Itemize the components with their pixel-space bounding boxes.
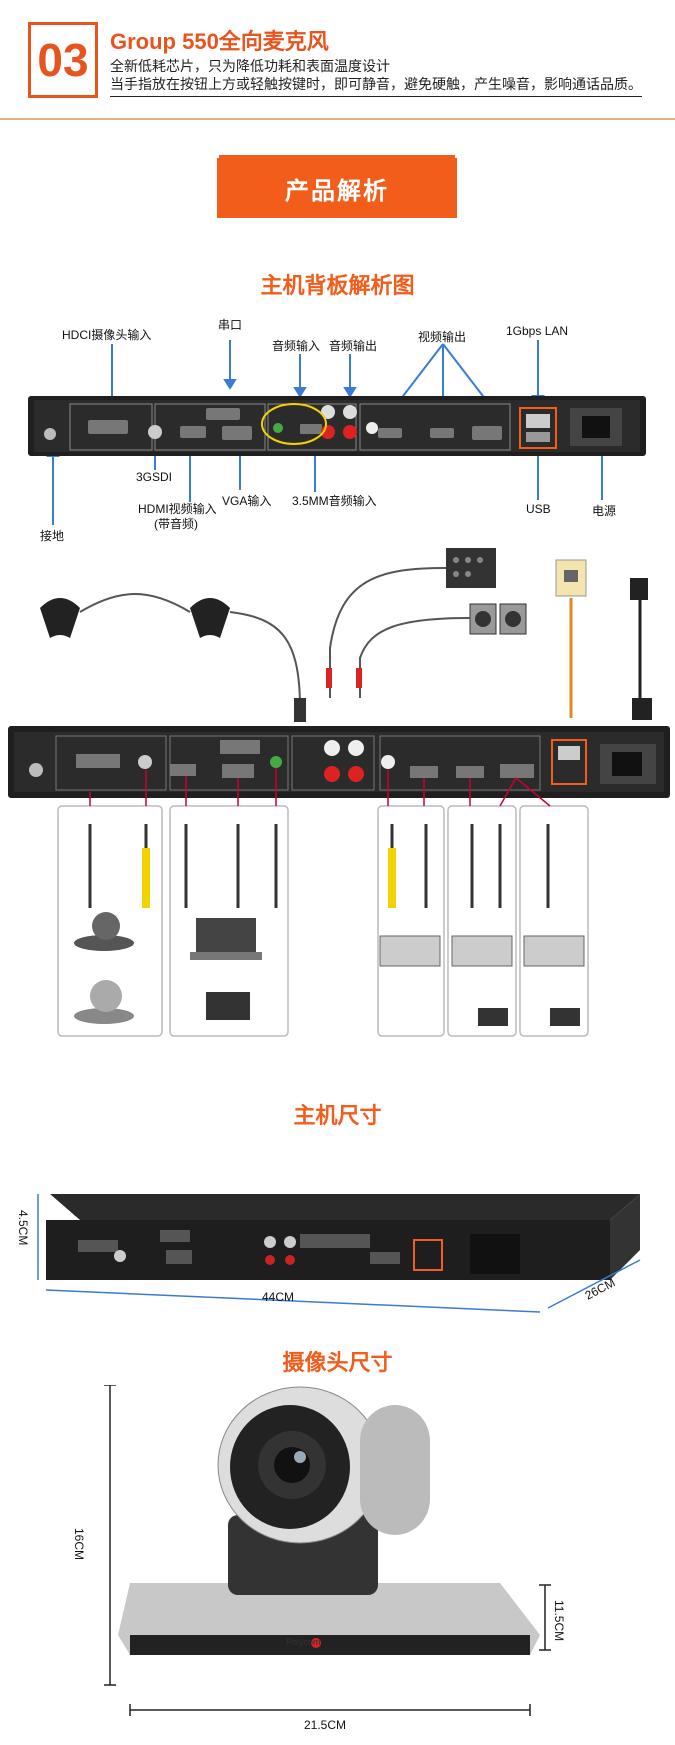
host-size-title: 主机尺寸 — [293, 1103, 382, 1128]
camera-size-title: 摄像头尺寸 — [282, 1350, 393, 1375]
section-banner: 产品解析 — [217, 158, 457, 218]
label-sdi: 3GSDI — [136, 470, 173, 484]
connection-diagram — [8, 548, 670, 1037]
feature-desc-1: 全新低耗芯片，只为降低功耗和表面温度设计 — [110, 58, 390, 74]
label-video-out: 视频输出 — [418, 330, 467, 344]
section-number: 03 — [28, 22, 98, 98]
label-lan: 1Gbps LAN — [506, 324, 569, 338]
label-usb: USB — [526, 502, 551, 516]
feature-title: Group 550全向麦克风 — [110, 29, 329, 54]
label-hdmi-in: HDMI视频输入 — [138, 502, 217, 516]
host-height-dim: 4.5CM — [16, 1210, 30, 1246]
header-divider — [0, 118, 675, 120]
camera-base-height-dim: 11.5CM — [552, 1600, 566, 1642]
label-ground: 接地 — [40, 529, 65, 543]
camera-figure — [104, 1385, 551, 1716]
host-size-figure — [37, 1194, 641, 1313]
label-hdmi-in-sub: (带音频) — [154, 517, 198, 531]
camera-height-dim: 16CM — [72, 1528, 86, 1561]
feature-desc-2: 当手指放在按钮上方或轻触按键时，即可静音，避免硬触，产生噪音，影响通话品质。 — [110, 74, 642, 97]
backpanel-title: 主机背板解析图 — [260, 273, 415, 298]
label-power: 电源 — [592, 504, 617, 518]
camera-brand: Polycom — [286, 1637, 321, 1647]
label-hdci: HDCI摄像头输入 — [62, 328, 152, 342]
label-35mm: 3.5MM音频输入 — [292, 494, 377, 508]
label-audio-out: 音频输出 — [329, 339, 378, 353]
label-audio-in: 音频输入 — [272, 339, 321, 353]
label-serial: 串口 — [218, 318, 243, 332]
host-width-dim: 44CM — [262, 1290, 295, 1304]
camera-width-dim: 21.5CM — [304, 1718, 347, 1732]
label-vga-in: VGA输入 — [222, 494, 272, 508]
backpanel-diagram — [28, 340, 646, 525]
